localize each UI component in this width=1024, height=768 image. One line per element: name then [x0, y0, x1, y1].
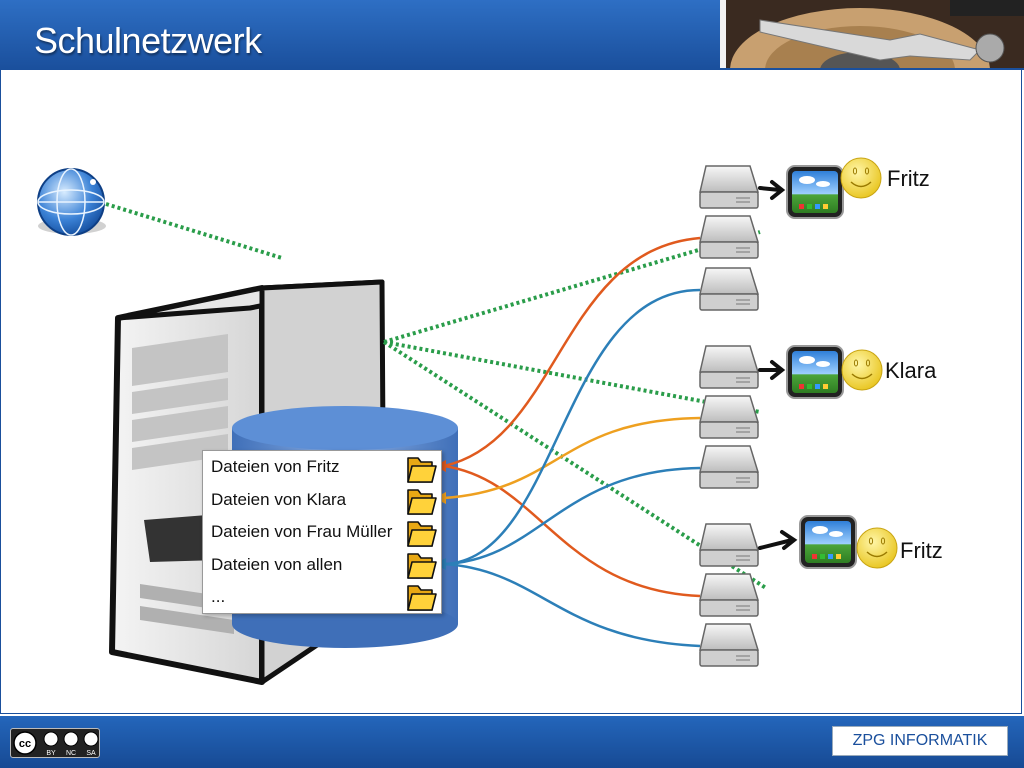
network-cable-internet: [105, 202, 283, 260]
by-icon: [43, 731, 59, 747]
network-drive-icon: [699, 345, 760, 389]
network-drive-icon: [699, 623, 760, 667]
file-list-panel: Dateien von Fritz Dateien von Klara Date…: [202, 450, 442, 614]
network-drive-icon: [699, 215, 760, 259]
smiley-face-icon: [856, 527, 898, 569]
network-drive-icon: [699, 395, 760, 439]
license-term: BY: [46, 750, 56, 757]
arrow-icon: [758, 180, 786, 200]
user-label: Fritz: [900, 538, 943, 563]
license-badge: cc BY NC SA: [10, 728, 100, 758]
link-fritz-home-2: [443, 464, 701, 598]
network-drive-icon: [699, 267, 760, 311]
network-drive-icon: [699, 523, 760, 567]
file-list-item: Dateien von Fritz: [211, 457, 340, 476]
link-common-3: [443, 562, 701, 648]
arrow-icon: [758, 530, 798, 550]
hard-disk-photo: [720, 0, 1024, 68]
license-term: NC: [66, 750, 76, 757]
link-klara-home: [443, 416, 701, 500]
smiley-face-icon: [841, 349, 883, 391]
license-term: SA: [86, 750, 96, 757]
page-title: Schulnetzwerk: [34, 20, 262, 61]
network-drive-icon: [699, 165, 760, 209]
brand-label: ZPG INFORMATIK: [832, 726, 1008, 756]
link-common-1: [443, 288, 701, 566]
link-common-2: [443, 466, 701, 566]
smiley-face-icon: [840, 157, 882, 199]
network-drive-icon: [699, 573, 760, 617]
internet-globe-icon: [37, 168, 106, 236]
desktop-pc-icon: [786, 345, 844, 399]
header-bar: Schulnetzwerk: [0, 0, 1024, 70]
desktop-pc-icon: [799, 515, 857, 569]
file-list-item: ...: [211, 587, 226, 606]
network-drive-icon: [699, 445, 760, 489]
desktop-pc-icon: [786, 165, 844, 219]
arrow-icon: [758, 360, 786, 380]
network-cable-pc-1: [383, 230, 761, 344]
footer-bar: cc BY NC SA ZPG INFORMATIK: [0, 716, 1024, 768]
file-list-item: Dateien von Frau Müller: [211, 522, 393, 541]
network-cable-pc-2: [383, 340, 761, 414]
cc-symbol: cc: [19, 738, 31, 750]
file-list-item: Dateien von Klara: [211, 490, 347, 509]
cc-icon: [13, 731, 37, 755]
file-list-item: Dateien von allen: [211, 555, 343, 574]
user-label: Klara: [885, 358, 937, 383]
drive-stack: [699, 165, 760, 667]
link-fritz-home: [443, 236, 701, 468]
sa-icon: [83, 731, 99, 747]
nc-icon: [63, 731, 79, 747]
user-label: Fritz: [887, 166, 930, 191]
